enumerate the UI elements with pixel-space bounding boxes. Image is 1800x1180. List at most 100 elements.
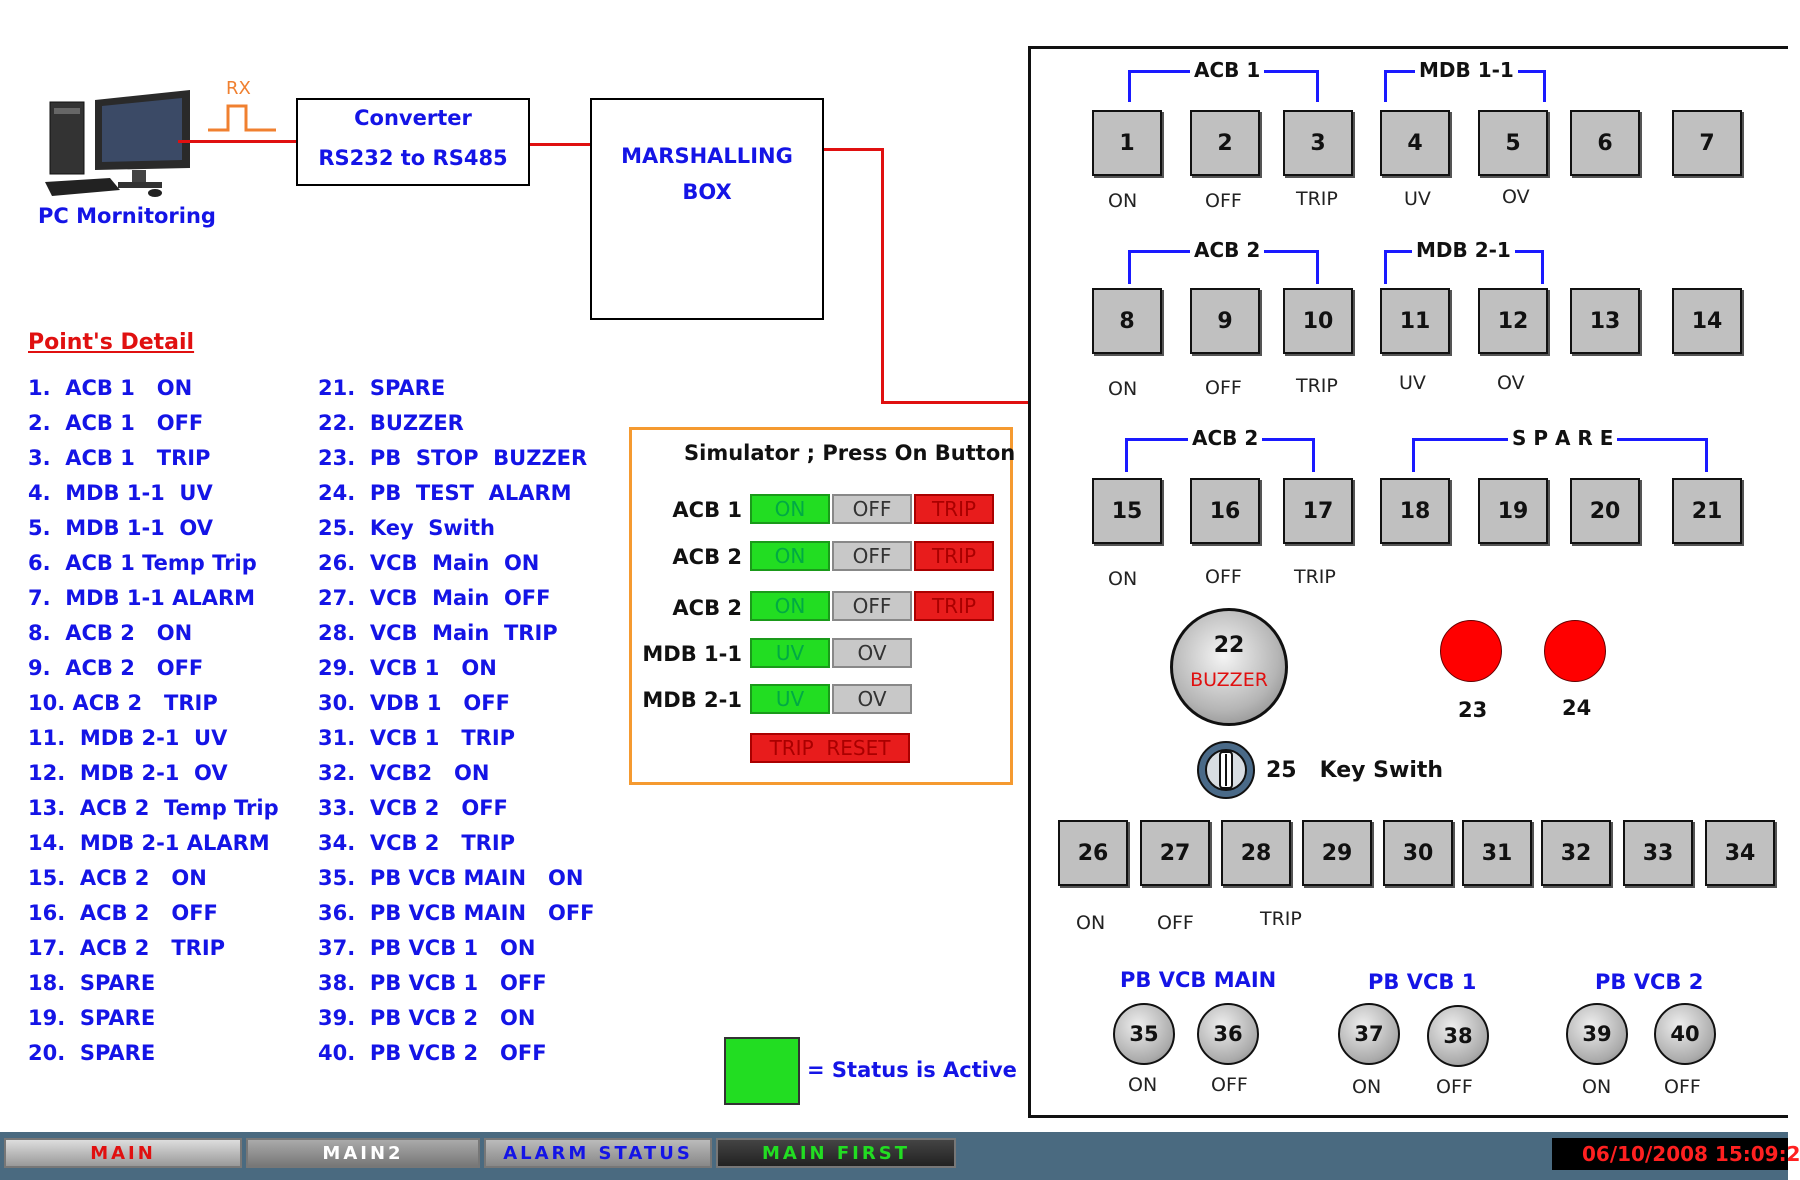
point-item: 22. BUZZER xyxy=(318,411,464,435)
point-item: 35. PB VCB MAIN ON xyxy=(318,866,584,890)
pb-vcb2-title: PB VCB 2 xyxy=(1595,970,1704,994)
converter-subtitle: RS232 to RS485 xyxy=(318,146,508,170)
point-item: 32. VCB2 ON xyxy=(318,761,490,785)
input-1-button[interactable]: 1 xyxy=(1092,110,1162,176)
input-29-button[interactable]: 29 xyxy=(1302,820,1372,886)
point-item: 26. VCB Main ON xyxy=(318,551,540,575)
sim-acb2b-on-button[interactable]: ON xyxy=(750,591,830,621)
input-12-button[interactable]: 12 xyxy=(1478,288,1548,354)
sim-mdb21-ov-button[interactable]: OV xyxy=(832,684,912,714)
sim-acb2b-trip-button[interactable]: TRIP xyxy=(914,591,994,621)
sim-acb1-off-button[interactable]: OFF xyxy=(832,494,912,524)
sim-acb2b-off-button[interactable]: OFF xyxy=(832,591,912,621)
pb-35-button[interactable]: 35 xyxy=(1113,1003,1175,1065)
input-13-button[interactable]: 13 xyxy=(1570,288,1640,354)
input-18-button[interactable]: 18 xyxy=(1380,478,1450,544)
input-4-button[interactable]: 4 xyxy=(1380,110,1450,176)
input-19-button[interactable]: 19 xyxy=(1478,478,1548,544)
pb-39-label: ON xyxy=(1582,1076,1612,1098)
pb-39-button[interactable]: 39 xyxy=(1566,1003,1628,1065)
tab-main[interactable]: MAIN xyxy=(4,1138,242,1168)
input-20-button[interactable]: 20 xyxy=(1570,478,1640,544)
input-27-button[interactable]: 27 xyxy=(1140,820,1210,886)
row4-label-off: OFF xyxy=(1157,912,1194,934)
converter-box: Converter RS232 to RS485 xyxy=(296,98,530,186)
input-30-button[interactable]: 30 xyxy=(1383,820,1453,886)
lamp-stop-buzzer[interactable] xyxy=(1440,620,1502,682)
sim-acb1-trip-button[interactable]: TRIP xyxy=(914,494,994,524)
input-17-button[interactable]: 17 xyxy=(1283,478,1353,544)
io-panel xyxy=(1028,46,1788,1118)
group-label-acb2: ACB 2 xyxy=(1190,238,1265,262)
sim-acb2-off-button[interactable]: OFF xyxy=(832,541,912,571)
point-item: 28. VCB Main TRIP xyxy=(318,621,558,645)
row1-label-off: OFF xyxy=(1205,190,1242,212)
sim-mdb11-ov-button[interactable]: OV xyxy=(832,638,912,668)
pb-37-button[interactable]: 37 xyxy=(1338,1003,1400,1065)
input-3-button[interactable]: 3 xyxy=(1283,110,1353,176)
input-14-button[interactable]: 14 xyxy=(1672,288,1742,354)
sim-acb2-on-button[interactable]: ON xyxy=(750,541,830,571)
tab-main2[interactable]: MAIN2 xyxy=(246,1138,480,1168)
input-7-button[interactable]: 7 xyxy=(1672,110,1742,176)
input-2-button[interactable]: 2 xyxy=(1190,110,1260,176)
lamp23-label: 23 xyxy=(1458,698,1488,722)
tab-main-first[interactable]: MAIN FIRST xyxy=(716,1138,956,1168)
converter-title: Converter xyxy=(354,106,472,130)
input-10-button[interactable]: 10 xyxy=(1283,288,1353,354)
sim-acb1-on-button[interactable]: ON xyxy=(750,494,830,524)
input-11-button[interactable]: 11 xyxy=(1380,288,1450,354)
sim-label-mdb21: MDB 2-1 xyxy=(642,688,742,712)
input-15-button[interactable]: 15 xyxy=(1092,478,1162,544)
row2-label-on: ON xyxy=(1108,378,1138,400)
pb-38-button[interactable]: 38 xyxy=(1427,1005,1489,1067)
pb-main-title: PB VCB MAIN xyxy=(1120,968,1277,992)
tab-alarm-status[interactable]: ALARM STATUS xyxy=(484,1138,712,1168)
sim-label-acb1: ACB 1 xyxy=(672,498,742,522)
point-item: 30. VDB 1 OFF xyxy=(318,691,510,715)
row3-label-on: ON xyxy=(1108,568,1138,590)
input-16-button[interactable]: 16 xyxy=(1190,478,1260,544)
simulator-panel xyxy=(629,427,1013,785)
key-switch-icon[interactable] xyxy=(1196,740,1256,800)
lamp-test-alarm[interactable] xyxy=(1544,620,1606,682)
input-33-button[interactable]: 33 xyxy=(1623,820,1693,886)
group-label-mdb21: MDB 2-1 xyxy=(1412,238,1515,262)
point-item: 21. SPARE xyxy=(318,376,446,400)
point-item: 8. ACB 2 ON xyxy=(28,621,193,645)
row4-label-trip: TRIP xyxy=(1260,908,1302,930)
input-28-button[interactable]: 28 xyxy=(1221,820,1291,886)
sim-mdb21-uv-button[interactable]: UV xyxy=(750,684,830,714)
pb-36-button[interactable]: 36 xyxy=(1197,1003,1259,1065)
row1-label-ov: OV xyxy=(1502,186,1530,208)
point-item: 25. Key Swith xyxy=(318,516,495,540)
point-item: 5. MDB 1-1 OV xyxy=(28,516,213,540)
point-item: 6. ACB 1 Temp Trip xyxy=(28,551,257,575)
input-8-button[interactable]: 8 xyxy=(1092,288,1162,354)
input-6-button[interactable]: 6 xyxy=(1570,110,1640,176)
point-item: 34. VCB 2 TRIP xyxy=(318,831,516,855)
sim-mdb11-uv-button[interactable]: UV xyxy=(750,638,830,668)
input-5-button[interactable]: 5 xyxy=(1478,110,1548,176)
sim-label-mdb11: MDB 1-1 xyxy=(642,642,742,666)
link-converter-marshalling xyxy=(530,143,592,146)
point-item: 17. ACB 2 TRIP xyxy=(28,936,226,960)
row1-label-uv: UV xyxy=(1404,188,1431,210)
link-marshalling-v xyxy=(881,148,884,404)
point-item: 15. ACB 2 ON xyxy=(28,866,207,890)
sim-trip-reset-button[interactable]: TRIP RESET xyxy=(750,733,910,763)
buzzer-button[interactable]: 22 BUZZER xyxy=(1170,608,1288,726)
input-31-button[interactable]: 31 xyxy=(1462,820,1532,886)
input-9-button[interactable]: 9 xyxy=(1190,288,1260,354)
pb-40-button[interactable]: 40 xyxy=(1654,1003,1716,1065)
point-item: 16. ACB 2 OFF xyxy=(28,901,218,925)
pb-35-label: ON xyxy=(1128,1074,1158,1096)
input-21-button[interactable]: 21 xyxy=(1672,478,1742,544)
input-32-button[interactable]: 32 xyxy=(1541,820,1611,886)
point-item: 7. MDB 1-1 ALARM xyxy=(28,586,256,610)
input-34-button[interactable]: 34 xyxy=(1705,820,1775,886)
pc-label: PC Mornitoring xyxy=(38,204,216,228)
sim-acb2-trip-button[interactable]: TRIP xyxy=(914,541,994,571)
legend-text: = Status is Active xyxy=(807,1058,1017,1082)
input-26-button[interactable]: 26 xyxy=(1058,820,1128,886)
